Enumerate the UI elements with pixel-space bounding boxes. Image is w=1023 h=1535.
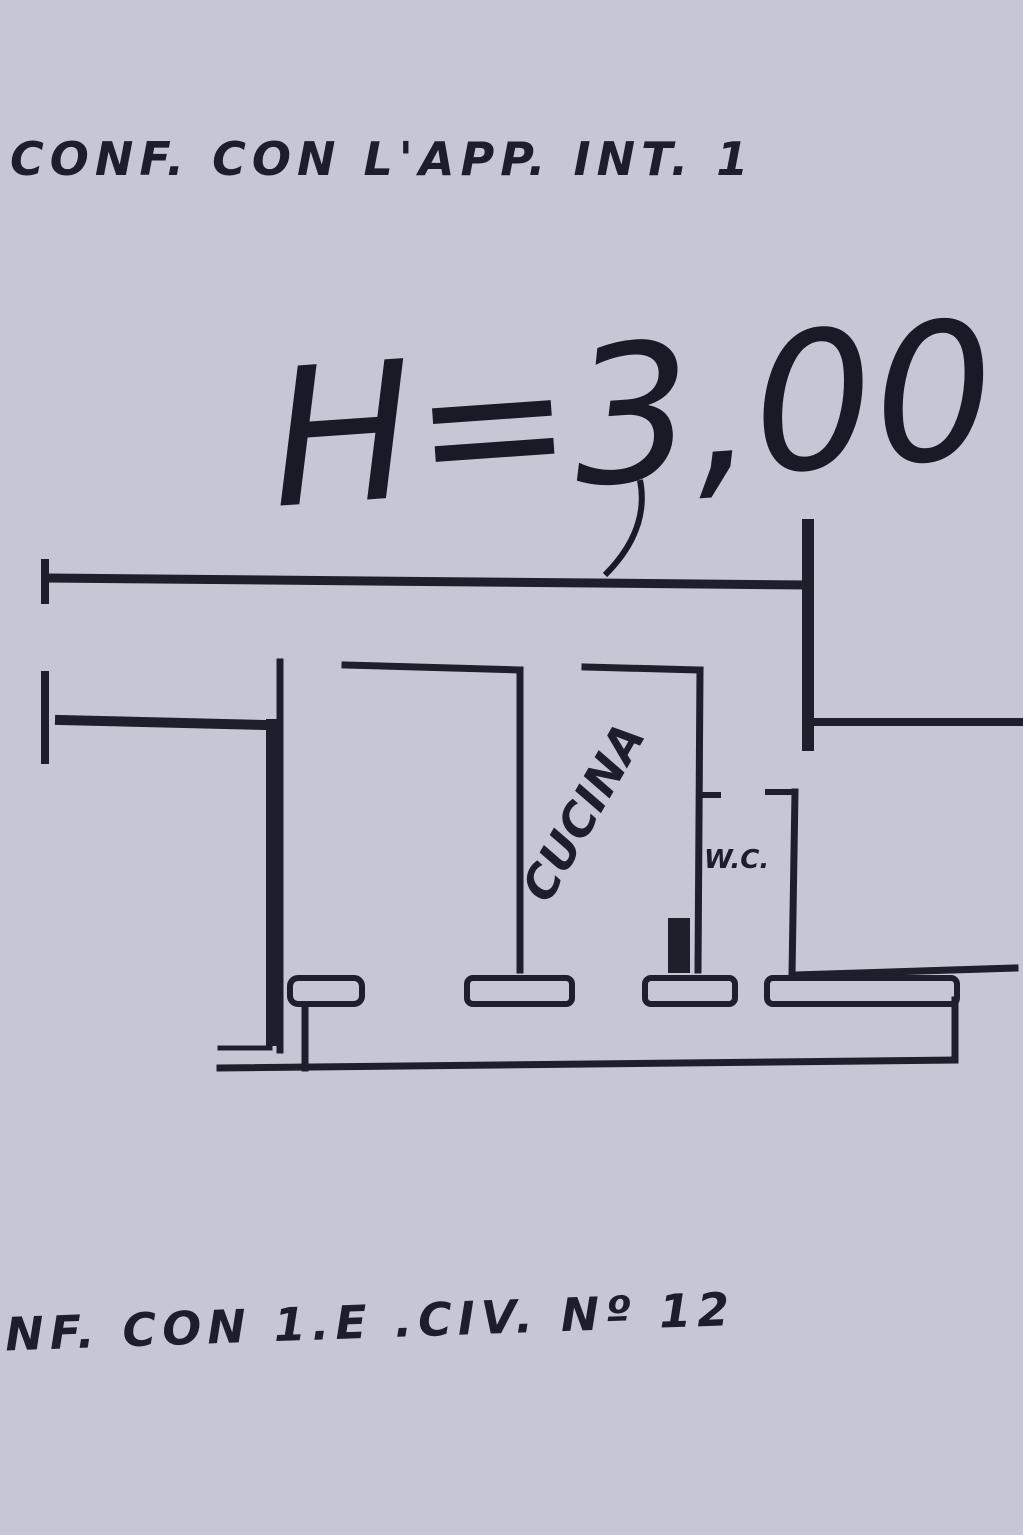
walls xyxy=(41,519,1023,1072)
leader-line xyxy=(602,479,645,578)
room-label-wc: W.C. xyxy=(704,845,769,875)
height-note: H=3,00 xyxy=(263,280,1002,551)
top-note: CONF. CON L'APP. INT. 1 xyxy=(10,132,754,186)
